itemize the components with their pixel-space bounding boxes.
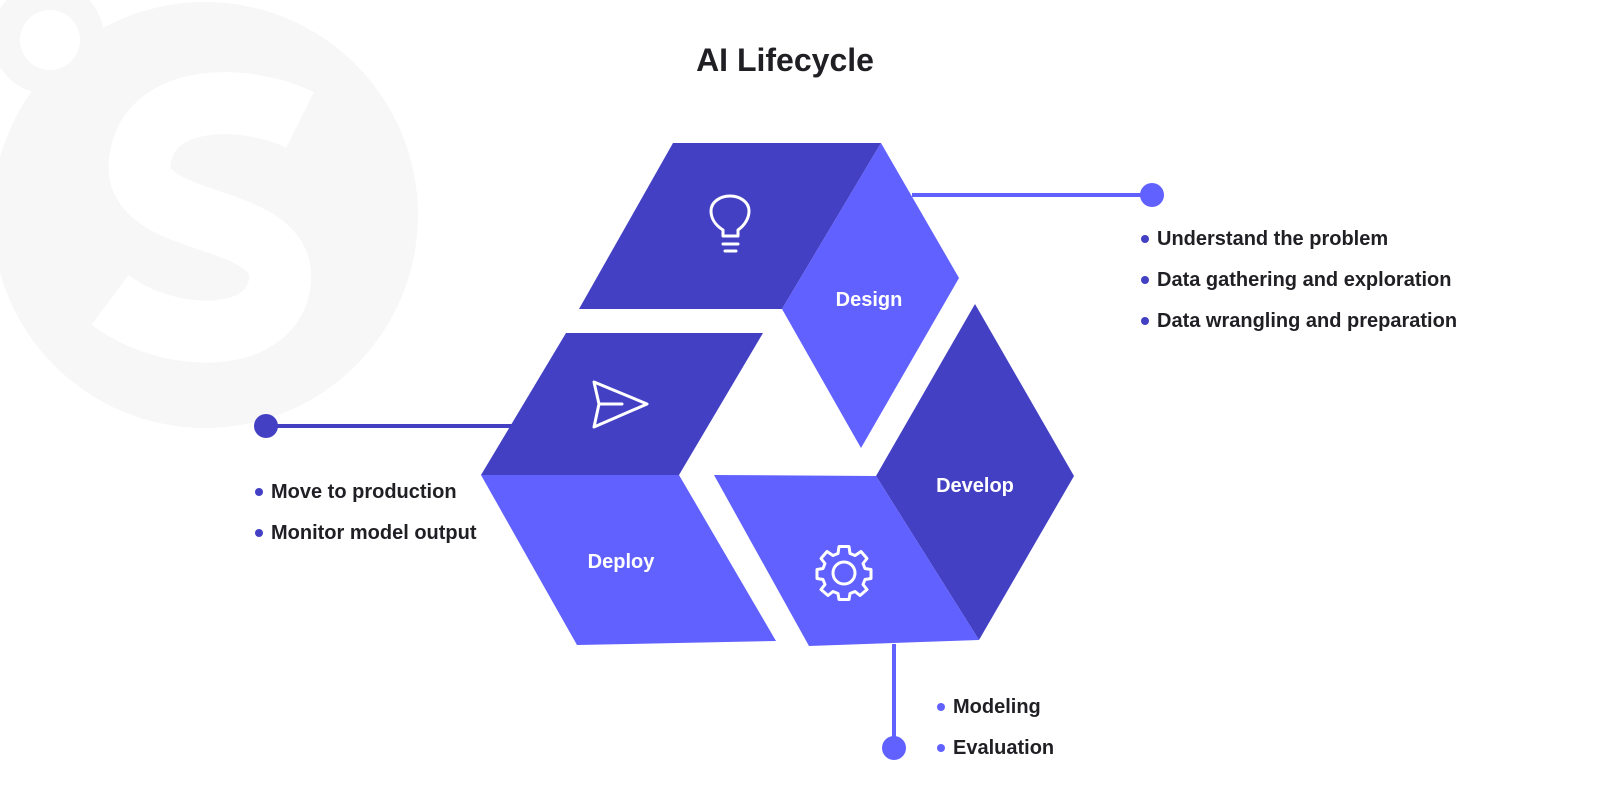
- develop-label: Develop: [936, 475, 1014, 497]
- list-item: Evaluation: [937, 734, 1054, 775]
- design-connector: [912, 183, 1164, 207]
- background-watermark: [0, 0, 418, 428]
- lightbulb-icon-shape: [709, 194, 751, 253]
- develop-bullet-list: Modeling Evaluation: [937, 693, 1054, 775]
- list-item: Data gathering and exploration: [1141, 266, 1457, 307]
- list-item: Understand the problem: [1141, 225, 1457, 266]
- design-segment: Design: [579, 143, 959, 448]
- deploy-bottom-face: [481, 475, 776, 645]
- design-top-face: [579, 143, 881, 309]
- develop-bottom-face: [714, 475, 979, 646]
- gear-icon: [815, 545, 873, 601]
- paper-plane-icon: [592, 380, 649, 429]
- deploy-connector: [254, 414, 512, 438]
- deploy-label: Deploy: [588, 551, 656, 573]
- develop-connector: [882, 644, 906, 760]
- develop-side-face: [876, 304, 1074, 640]
- design-side-face: [782, 143, 959, 448]
- list-item: Data wrangling and preparation: [1141, 307, 1457, 348]
- list-item: Modeling: [937, 693, 1054, 734]
- deploy-bullet-list: Move to production Monitor model output: [255, 478, 477, 560]
- deploy-segment: Deploy: [481, 333, 776, 645]
- list-item: Monitor model output: [255, 519, 477, 560]
- page-title: AI Lifecycle: [696, 42, 874, 78]
- design-bullet-list: Understand the problem Data gathering an…: [1141, 225, 1457, 348]
- design-label: Design: [836, 289, 903, 311]
- develop-segment: Develop: [714, 304, 1074, 646]
- list-item: Move to production: [255, 478, 477, 519]
